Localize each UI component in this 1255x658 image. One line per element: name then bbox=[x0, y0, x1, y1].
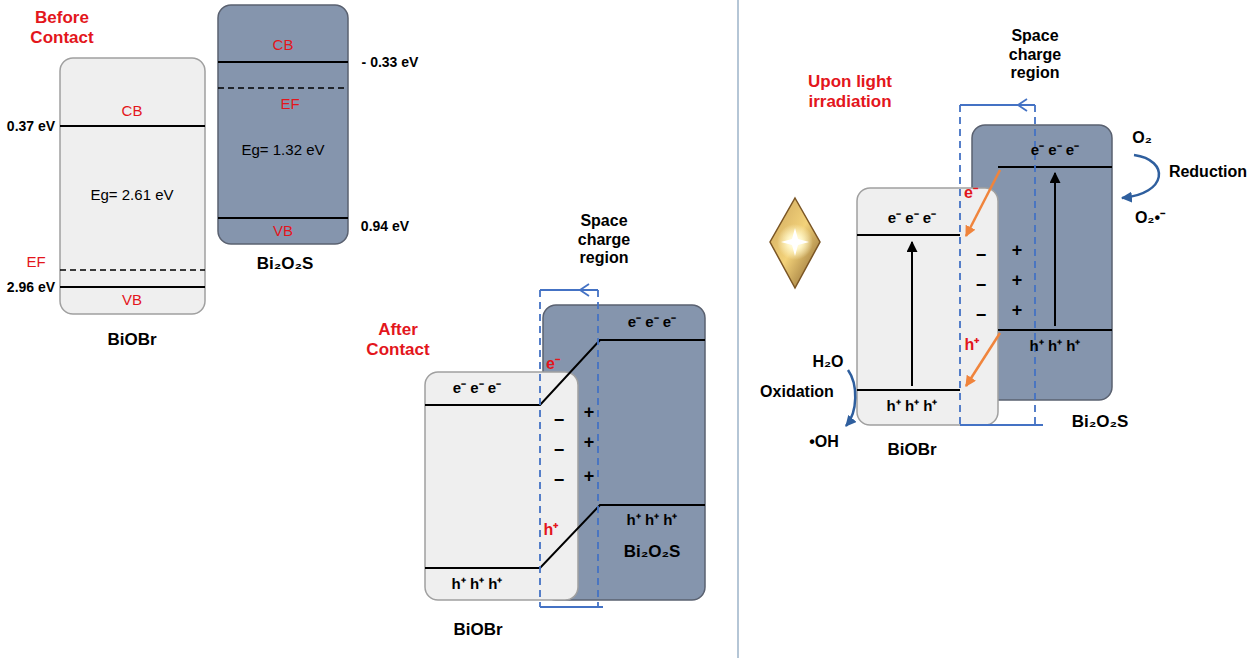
conduction-band-line bbox=[998, 166, 1112, 168]
species-label: O₂•⁻ bbox=[1135, 209, 1165, 227]
charge-sign: + bbox=[1012, 270, 1023, 291]
material-name: Bi₂O₂S bbox=[624, 542, 681, 562]
region-boundary bbox=[959, 105, 961, 425]
charge-sign: + bbox=[584, 466, 595, 487]
band-box: e⁻ e⁻ e⁻h⁺ h⁺ h⁺Bi₂O₂S bbox=[972, 125, 1112, 400]
band-box-shape bbox=[218, 5, 348, 244]
band-gap-value: Eg= 1.32 eV bbox=[242, 141, 325, 158]
light-source-icon bbox=[770, 198, 820, 288]
material-name: Bi₂O₂S bbox=[1072, 412, 1129, 432]
hole-label: h⁺ h⁺ h⁺ bbox=[887, 397, 938, 414]
region-bracket bbox=[540, 606, 603, 608]
charge-sign: − bbox=[976, 245, 987, 266]
bent-valence-band bbox=[425, 505, 705, 568]
region-bracket bbox=[540, 289, 598, 291]
region-chevron bbox=[580, 284, 589, 296]
region-heading: Space charge region bbox=[999, 27, 1071, 82]
fermi-level-label: EF bbox=[26, 253, 45, 270]
oxidation-arrow bbox=[846, 370, 855, 426]
carrier-label: h⁺ bbox=[544, 521, 559, 539]
region-chevron bbox=[1018, 99, 1027, 111]
light-glow bbox=[777, 224, 813, 260]
valence-band-line bbox=[60, 286, 205, 288]
material-name: BiOBr bbox=[887, 440, 936, 460]
carrier-label: h⁺ bbox=[965, 336, 980, 354]
reaction-label: Oxidation bbox=[760, 383, 834, 401]
band-box-shape bbox=[857, 188, 998, 425]
band-box: CBEFEg= 1.32 eVVBBi₂O₂S bbox=[218, 5, 348, 244]
species-label: H₂O bbox=[812, 353, 843, 371]
conduction-band-line bbox=[857, 234, 960, 236]
material-name: Bi₂O₂S bbox=[257, 254, 314, 274]
material-name: BiOBr bbox=[107, 330, 156, 350]
band-box-shape bbox=[60, 58, 205, 314]
region-boundary bbox=[539, 290, 541, 607]
species-label: O₂ bbox=[1132, 129, 1152, 147]
band-gap-value: Eg= 2.61 eV bbox=[91, 186, 174, 203]
electron-label: e⁻ e⁻ e⁻ bbox=[888, 209, 936, 226]
valence-band-line bbox=[857, 389, 960, 391]
hole-label: h⁺ h⁺ h⁺ bbox=[452, 575, 503, 592]
band-label: VB bbox=[273, 222, 293, 239]
excitation-arrow bbox=[911, 242, 913, 386]
panel-separator bbox=[737, 0, 739, 658]
valence-band-line bbox=[218, 217, 348, 219]
material-name: BiOBr bbox=[453, 620, 502, 640]
band-box: e⁻ e⁻ e⁻ h⁺ h⁺ h⁺ Bi₂O₂S bbox=[543, 305, 705, 600]
region-boundary bbox=[597, 290, 599, 607]
light-star bbox=[781, 228, 809, 256]
energy-value: 0.94 eV bbox=[361, 218, 409, 234]
conduction-band-line bbox=[218, 61, 348, 63]
fermi-level-line bbox=[60, 269, 205, 271]
fermi-level-label: EF bbox=[280, 95, 299, 112]
charge-sign: + bbox=[584, 402, 595, 423]
crystal-shape bbox=[770, 198, 820, 288]
fermi-level-line bbox=[218, 87, 348, 89]
bent-conduction-band bbox=[425, 340, 705, 405]
charge-sign: − bbox=[554, 440, 565, 461]
charge-sign: + bbox=[1012, 300, 1023, 321]
carrier-label: e⁻ bbox=[546, 355, 560, 373]
region-bracket bbox=[960, 424, 1043, 426]
space-charge-region: Space charge region bbox=[960, 105, 1035, 425]
panel-title: Before Contact bbox=[22, 8, 102, 47]
hole-label: h⁺ h⁺ h⁺ bbox=[627, 511, 678, 528]
band-label: CB bbox=[273, 36, 294, 53]
band-edges-light bbox=[846, 99, 1159, 426]
electron-label: e⁻ e⁻ e⁻ bbox=[453, 379, 501, 396]
hole-label: h⁺ h⁺ h⁺ bbox=[1030, 337, 1081, 354]
band-box: CBEg= 2.61 eVEFVBBiOBr bbox=[60, 58, 205, 314]
panel-title: Upon light irradiation bbox=[795, 72, 905, 111]
charge-sign: + bbox=[584, 432, 595, 453]
electron-label: e⁻ e⁻ e⁻ bbox=[628, 313, 676, 330]
charge-sign: − bbox=[976, 305, 987, 326]
conduction-band-line bbox=[60, 125, 205, 127]
region-bracket bbox=[960, 104, 1035, 106]
reduction-arrow bbox=[1122, 155, 1159, 198]
charge-sign: − bbox=[554, 410, 565, 431]
electron-transfer-arrow bbox=[966, 170, 1000, 236]
band-box-shape bbox=[425, 372, 578, 600]
region-heading: Space charge region bbox=[568, 212, 640, 267]
carrier-label: e⁻ bbox=[964, 184, 978, 202]
species-label: •OH bbox=[809, 433, 839, 451]
excitation-arrow bbox=[1054, 173, 1056, 326]
band-label: CB bbox=[122, 102, 143, 119]
energy-value: 0.37 eV bbox=[7, 118, 55, 134]
band-box-shapes bbox=[60, 5, 1112, 600]
band-label: VB bbox=[122, 291, 142, 308]
electron-label: e⁻ e⁻ e⁻ bbox=[1031, 141, 1079, 158]
charge-sign: + bbox=[1012, 240, 1023, 261]
reaction-label: Reduction bbox=[1169, 163, 1247, 181]
panel-title: After Contact bbox=[358, 320, 438, 359]
energy-value: - 0.33 eV bbox=[362, 54, 419, 70]
charge-sign: − bbox=[976, 275, 987, 296]
valence-band-line bbox=[998, 329, 1112, 331]
band-edges-after bbox=[425, 284, 705, 607]
energy-value: 2.96 eV bbox=[7, 279, 55, 295]
charge-sign: − bbox=[554, 470, 565, 491]
band-edges-before bbox=[60, 62, 348, 287]
